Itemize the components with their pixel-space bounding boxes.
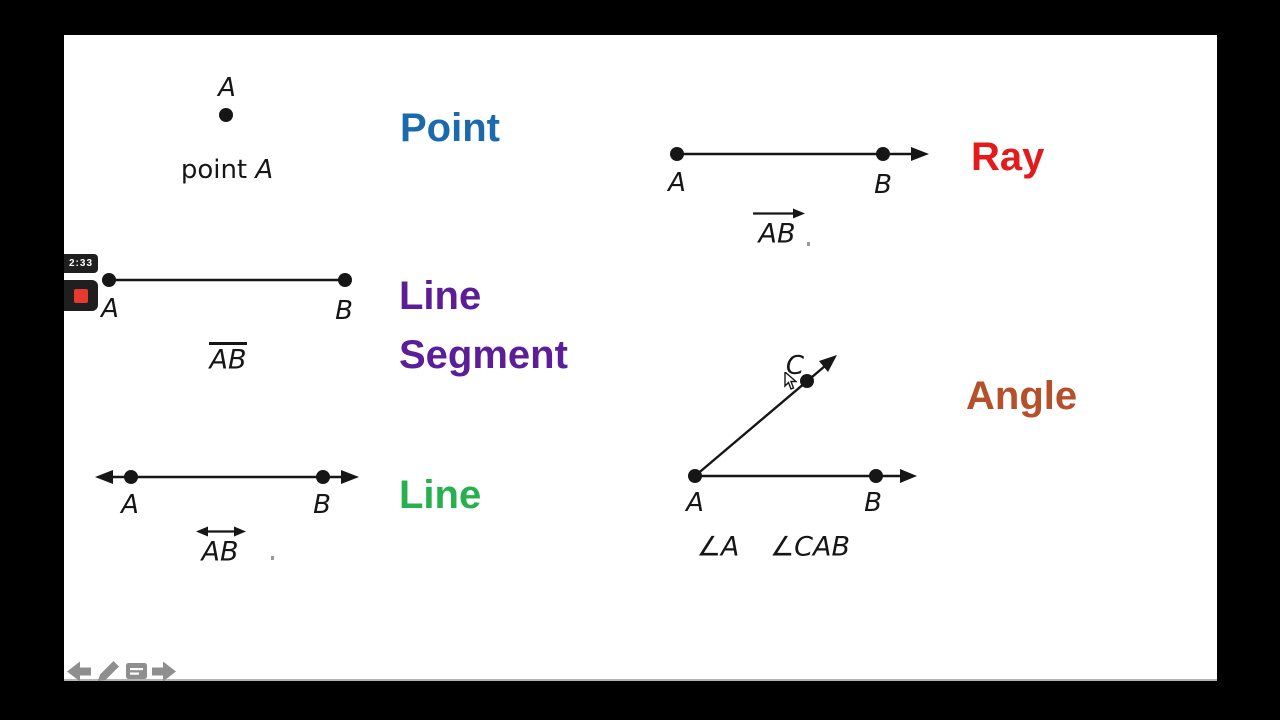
segment-label-a: A xyxy=(101,294,119,324)
heading-point: Point xyxy=(400,106,500,150)
point-caption-letter: A xyxy=(255,155,274,185)
point-caption: point A xyxy=(181,155,273,185)
ray-notation-arrow-icon xyxy=(752,206,806,225)
ray-arrowhead xyxy=(911,147,929,161)
point-figure xyxy=(219,108,233,122)
ray-dot-b xyxy=(876,147,890,161)
angle-dot-a xyxy=(688,469,702,483)
segment-dot-b xyxy=(338,273,352,287)
ray-dot-a xyxy=(670,147,684,161)
line-arrowhead-right xyxy=(341,470,359,484)
timer-badge: 2:33 xyxy=(64,254,98,273)
angle-arrowhead-c xyxy=(819,355,837,372)
heading-segment-line2: Segment xyxy=(399,333,568,377)
forward-arrow-icon[interactable] xyxy=(152,661,176,682)
heading-segment-line1: Line xyxy=(399,274,482,318)
ray-notation: AB xyxy=(758,218,796,250)
angle-dot-b xyxy=(869,469,883,483)
ray-label-b: B xyxy=(874,170,892,200)
line-notation: AB xyxy=(201,536,239,568)
angle-arrowhead-b xyxy=(900,469,917,483)
angle-name-full: ∠CAB xyxy=(769,531,851,563)
segment-dot-a xyxy=(102,273,116,287)
line-arrowhead-left xyxy=(95,470,113,484)
pencil-icon[interactable] xyxy=(96,660,121,682)
segment-notation-overline xyxy=(209,342,247,345)
heading-ray: Ray xyxy=(971,135,1045,179)
line-label-b: B xyxy=(313,490,331,520)
angle-name-short: ∠A xyxy=(696,531,740,563)
angle-label-b: B xyxy=(864,488,882,518)
line-figure xyxy=(95,470,359,484)
ray-figure xyxy=(670,147,929,161)
notes-icon[interactable] xyxy=(126,662,147,680)
segment-figure xyxy=(102,273,352,287)
segment-label-b: B xyxy=(335,296,353,326)
stray-mark xyxy=(807,242,810,246)
figures-drawing xyxy=(95,108,929,484)
stray-mark xyxy=(271,556,274,560)
timer-text: 2:33 xyxy=(68,258,93,269)
back-arrow-icon[interactable] xyxy=(67,661,91,682)
angle-label-a: A xyxy=(686,488,704,518)
angle-figure xyxy=(688,355,917,483)
stop-icon xyxy=(74,288,88,303)
segment-notation: AB xyxy=(209,344,247,376)
point-caption-word: point xyxy=(180,155,248,185)
point-a-dot xyxy=(219,108,233,122)
angle-label-c: C xyxy=(785,351,805,381)
mouse-cursor-icon xyxy=(784,370,798,395)
line-label-a: A xyxy=(121,490,139,520)
point-label-a: A xyxy=(218,73,236,103)
ray-label-a: A xyxy=(668,168,686,198)
line-dot-a xyxy=(124,470,138,484)
toolbar xyxy=(67,660,176,682)
line-dot-b xyxy=(316,470,330,484)
heading-line: Line xyxy=(399,473,482,517)
angle-dot-c xyxy=(800,374,814,388)
line-notation-arrow-icon xyxy=(196,524,246,543)
heading-angle: Angle xyxy=(966,374,1078,418)
record-stop-button[interactable] xyxy=(64,280,98,311)
slide-canvas: A point A Point A B AB Ray A B AB Line S… xyxy=(64,35,1217,681)
